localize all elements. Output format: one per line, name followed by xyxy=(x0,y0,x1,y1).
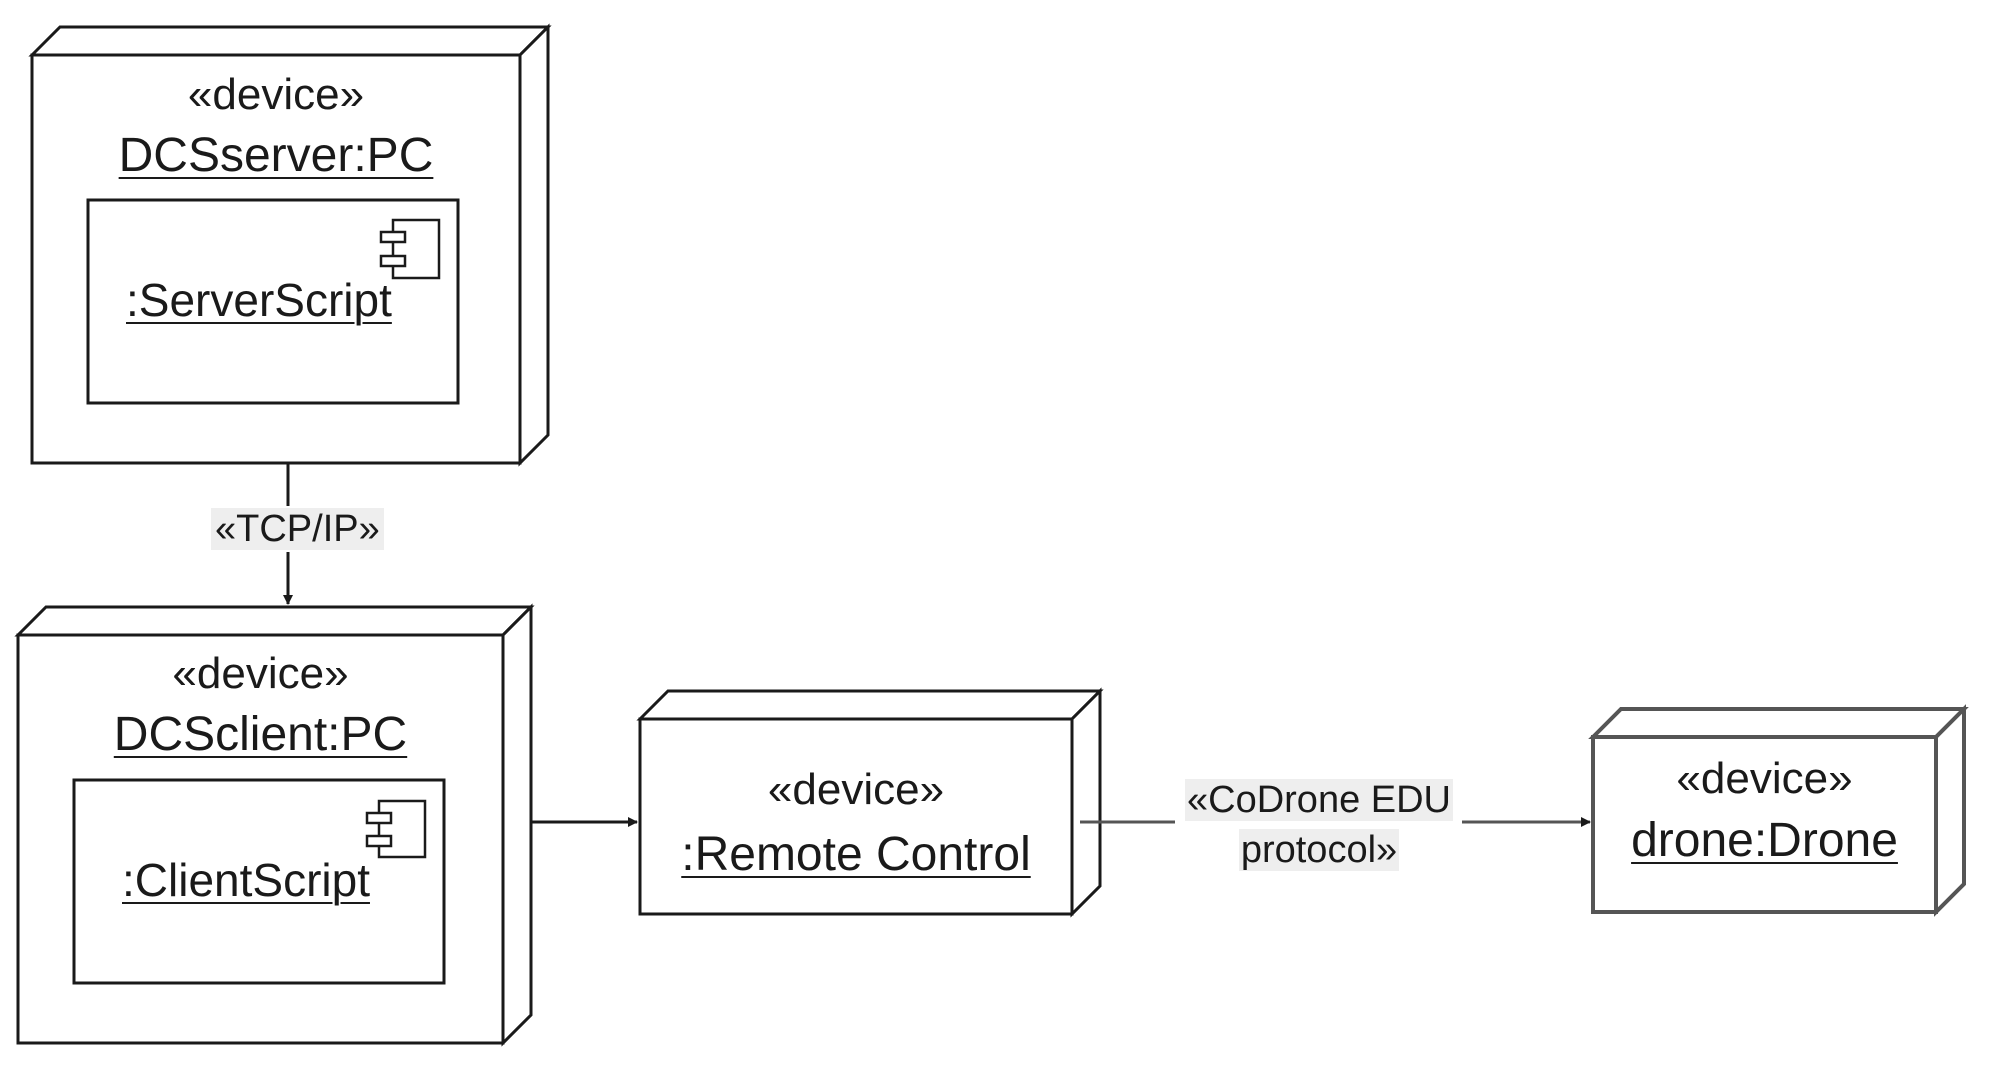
client-stereotype: «device» xyxy=(172,649,349,698)
server-name: DCSserver:PC xyxy=(118,129,434,182)
edge-tcpip-label: «TCP/IP» xyxy=(211,508,384,550)
clientscript-label: :ClientScript xyxy=(122,854,370,906)
component-serverscript[interactable] xyxy=(86,198,460,405)
remote-name: :Remote Control xyxy=(681,828,1031,881)
node-remote-control[interactable] xyxy=(636,687,1104,918)
server-stereotype: «device» xyxy=(187,70,365,119)
component-icon xyxy=(379,218,441,280)
component-clientscript[interactable] xyxy=(72,778,446,985)
edge-codrone-label-line2: protocol» xyxy=(1238,829,1400,871)
edge-codrone-label: «CoDrone EDU protocol» xyxy=(1178,775,1460,875)
component-icon xyxy=(365,799,427,859)
serverscript-label: :ServerScript xyxy=(126,274,392,326)
drone-stereotype: «device» xyxy=(1676,754,1853,803)
edge-codrone-label-line1: «CoDrone EDU xyxy=(1185,779,1453,821)
node-drone[interactable] xyxy=(1588,704,1969,917)
remote-stereotype: «device» xyxy=(767,765,945,814)
drone-name: drone:Drone xyxy=(1631,814,1898,867)
client-name: DCSclient:PC xyxy=(113,708,408,761)
